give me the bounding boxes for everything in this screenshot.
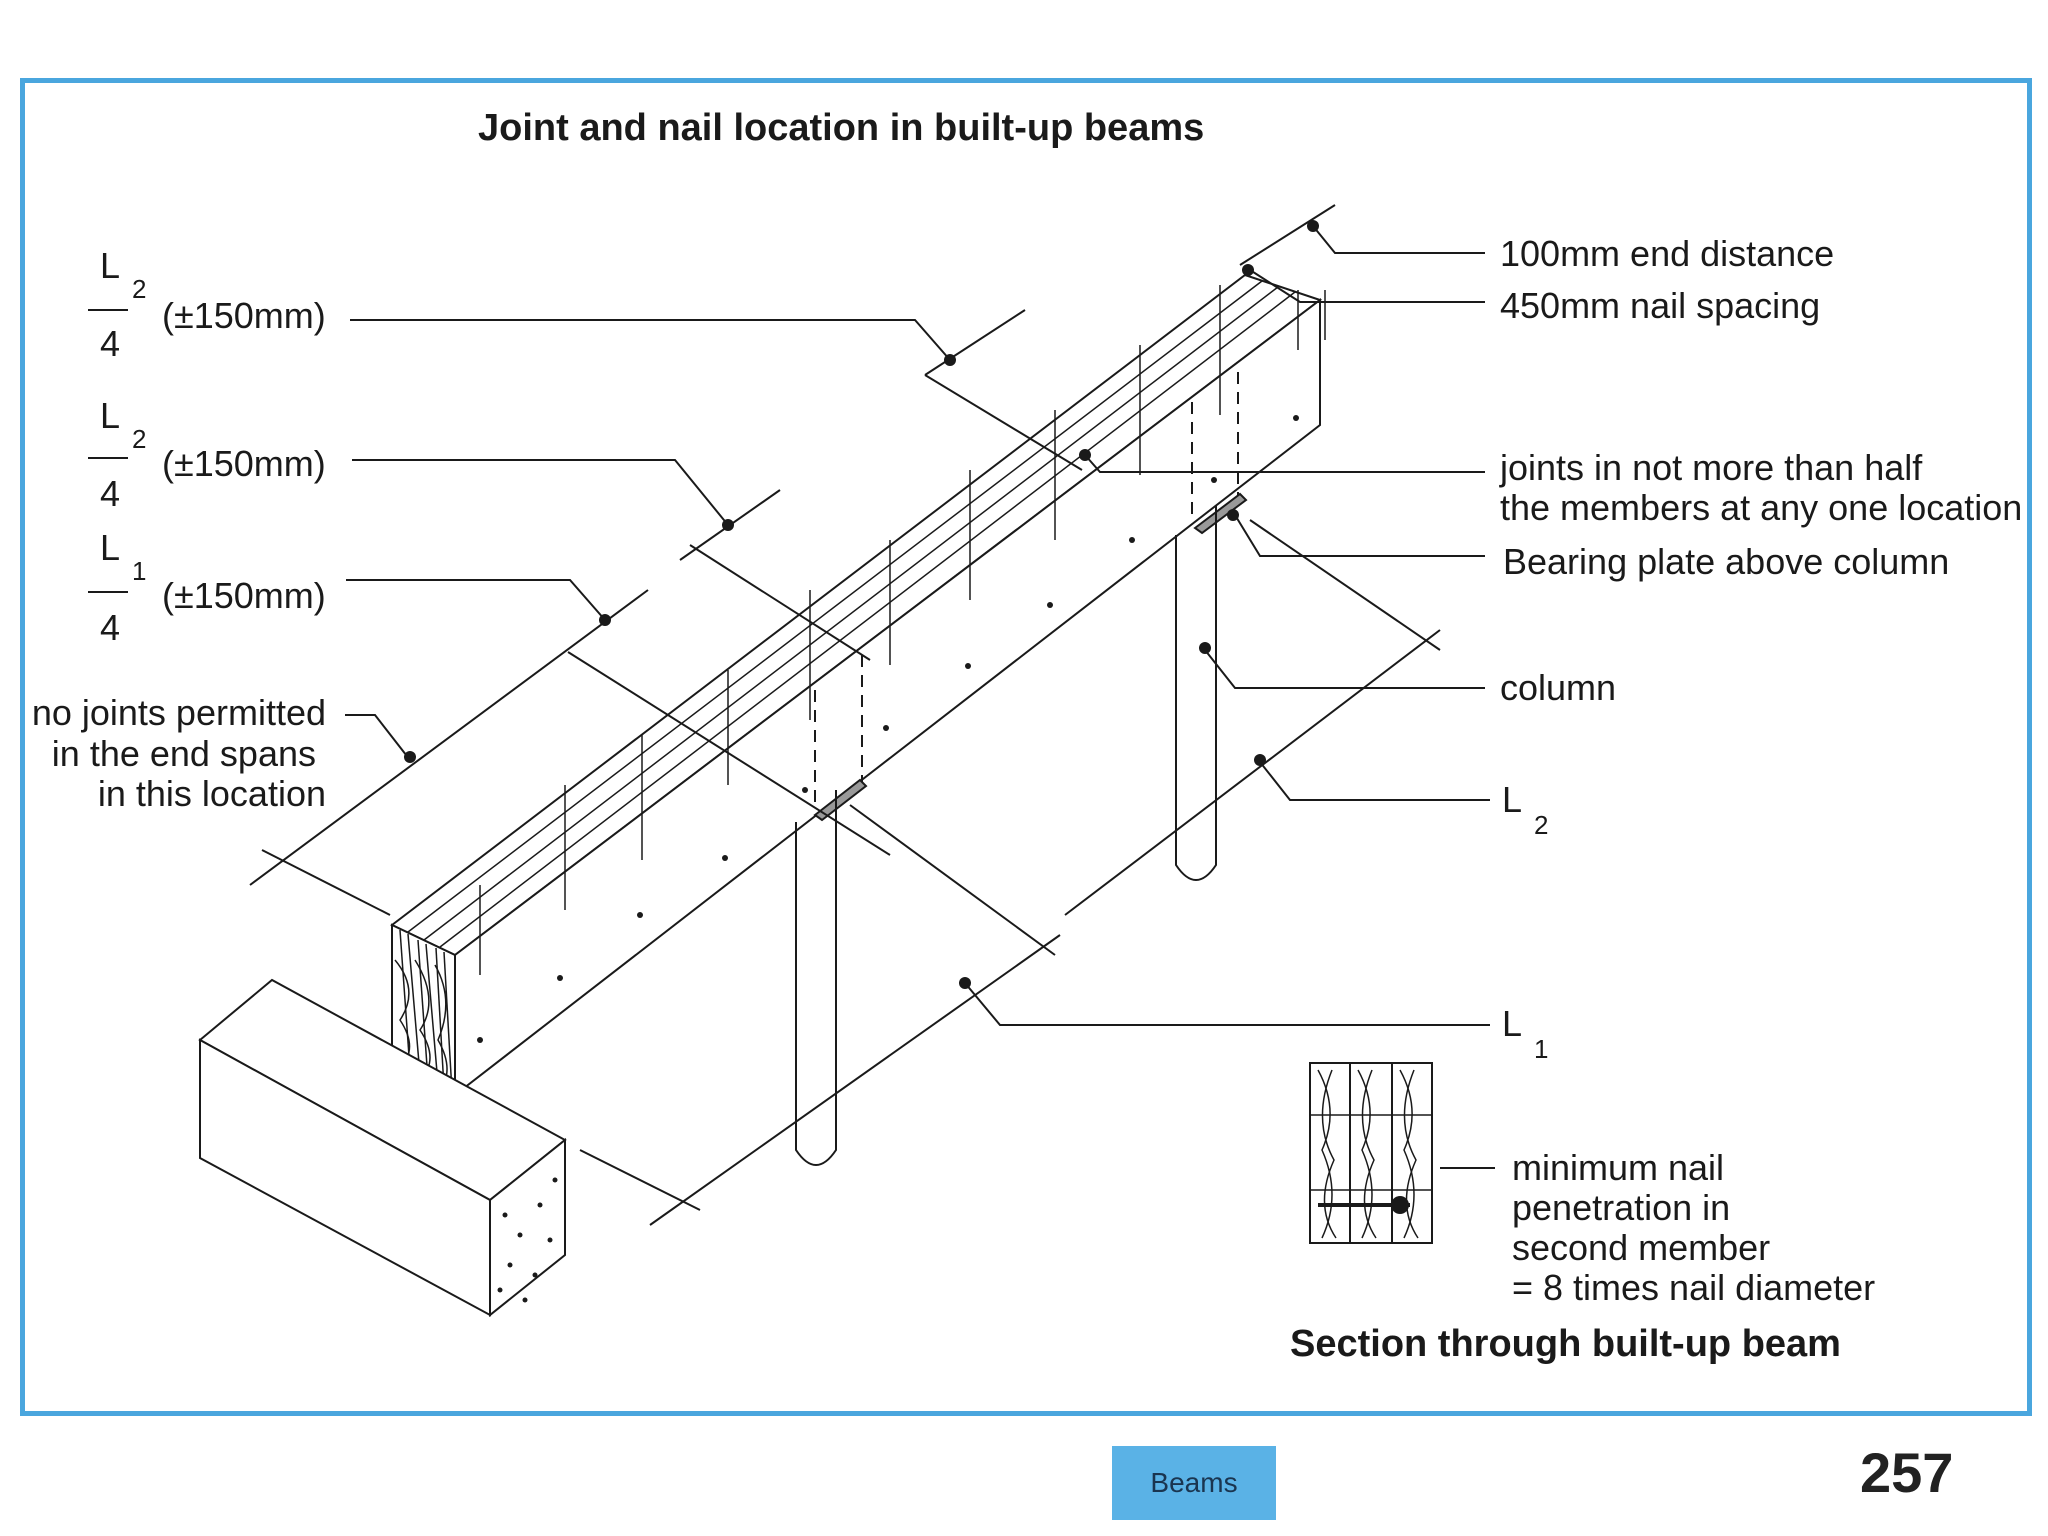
svg-text:(±150mm): (±150mm)	[162, 575, 326, 616]
leader-dots	[404, 220, 1319, 989]
label-no-joints: no joints permitted in the end spans in …	[32, 692, 326, 814]
svg-text:4: 4	[100, 323, 120, 364]
built-up-beam	[390, 273, 1326, 1098]
svg-text:(±150mm): (±150mm)	[162, 443, 326, 484]
svg-text:4: 4	[100, 607, 120, 648]
svg-text:2: 2	[132, 424, 146, 454]
svg-text:in this location: in this location	[98, 773, 326, 814]
svg-text:(±150mm): (±150mm)	[162, 295, 326, 336]
svg-text:2: 2	[132, 274, 146, 304]
column-right	[1175, 505, 1217, 881]
svg-text:minimum nail: minimum nail	[1512, 1147, 1724, 1188]
svg-text:L: L	[1502, 1003, 1522, 1044]
svg-text:L: L	[1502, 779, 1522, 820]
label-l2-quarter-mid: L 2 4 (±150mm)	[88, 395, 326, 514]
section-detail	[1309, 1062, 1433, 1244]
label-l1-quarter: L 1 4 (±150mm)	[88, 527, 326, 648]
section-caption: Section through built-up beam	[1290, 1323, 1841, 1365]
label-column: column	[1500, 667, 1616, 708]
svg-text:2: 2	[1534, 810, 1548, 840]
label-l1: L 1	[1502, 1003, 1548, 1064]
label-l2-quarter-top: L 2 4 (±150mm)	[88, 245, 326, 364]
svg-text:L: L	[100, 395, 120, 436]
diagram-frame	[20, 78, 2032, 1416]
svg-text:1: 1	[1534, 1034, 1548, 1064]
leader-lines	[345, 225, 1495, 1169]
svg-text:4: 4	[100, 473, 120, 514]
label-joints-half-line1: joints in not more than half	[1499, 447, 1923, 488]
svg-text:1: 1	[132, 556, 146, 586]
svg-text:no joints permitted: no joints permitted	[32, 692, 326, 733]
wall-support	[198, 978, 567, 1318]
section-tab-beams[interactable]: Beams	[1112, 1446, 1276, 1520]
diagram-title: Joint and nail location in built-up beam…	[478, 107, 1204, 149]
svg-text:in the end spans: in the end spans	[52, 733, 316, 774]
svg-text:L: L	[100, 245, 120, 286]
section-note: minimum nail penetration in second membe…	[1512, 1147, 1875, 1308]
label-nail-spacing: 450mm nail spacing	[1500, 285, 1820, 326]
svg-text:= 8 times nail diameter: = 8 times nail diameter	[1512, 1267, 1875, 1308]
page-number: 257	[1860, 1441, 1954, 1504]
svg-text:L: L	[100, 527, 120, 568]
column-left	[795, 790, 837, 1166]
dimension-lines	[249, 204, 1441, 1226]
svg-text:penetration in: penetration in	[1512, 1187, 1730, 1228]
label-l2: L 2	[1502, 779, 1548, 840]
label-bearing-plate: Bearing plate above column	[1503, 541, 1949, 582]
label-joints-half-line2: the members at any one location	[1500, 487, 2022, 528]
svg-text:second member: second member	[1512, 1227, 1770, 1268]
label-end-distance: 100mm end distance	[1500, 233, 1834, 274]
